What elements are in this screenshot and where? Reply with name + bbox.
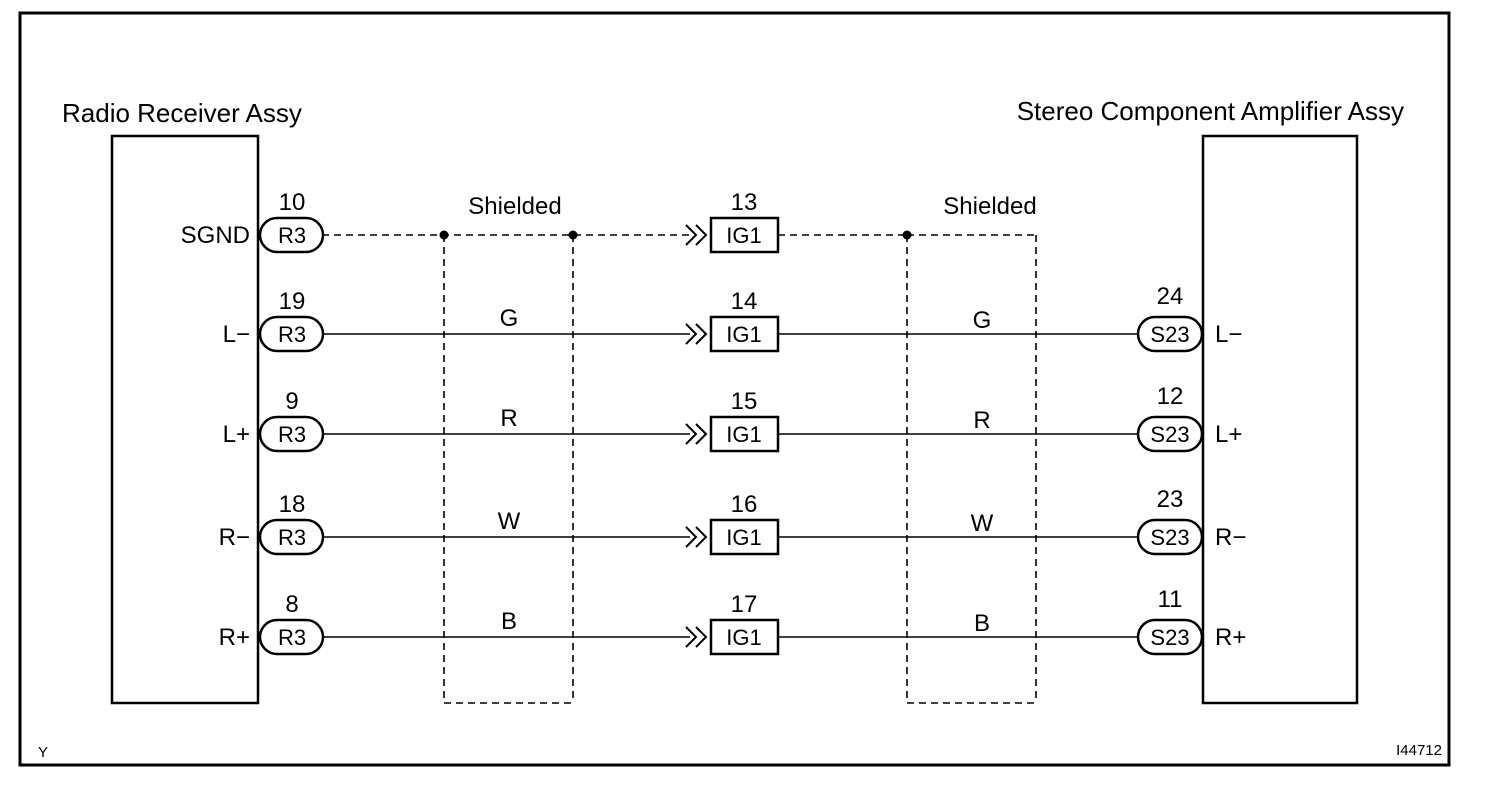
- wire-color-left: R: [500, 405, 517, 432]
- connector-arrow-icon: [685, 224, 708, 246]
- left-connector-pin: [258, 518, 325, 556]
- left-component-title: Radio Receiver Assy: [62, 98, 302, 128]
- signal-label-right: L−: [1215, 321, 1242, 348]
- right-pin-number: 12: [1157, 383, 1184, 410]
- connector-arrow-icon: [685, 526, 708, 548]
- connector-arrow-icon: [685, 626, 708, 648]
- junction-connector-code: IG1: [726, 525, 761, 550]
- junction-connector-pin: [709, 518, 780, 556]
- wire-color-right: R: [973, 407, 990, 434]
- right-pin-number: 24: [1157, 283, 1184, 310]
- signal-label-right: L+: [1215, 421, 1242, 448]
- right-connector-code: S23: [1150, 525, 1189, 550]
- shield-right: [902, 230, 1037, 704]
- junction-pin-number: 15: [731, 388, 758, 415]
- left-pin-number: 19: [279, 288, 306, 315]
- diagram-frame: [18, 11, 1451, 767]
- junction-connector-pin: [709, 618, 780, 656]
- corner-label-left: Y: [38, 744, 48, 761]
- junction-connector-code: IG1: [726, 625, 761, 650]
- junction-connector-code: IG1: [726, 223, 761, 248]
- junction-connector-code: IG1: [726, 422, 761, 447]
- connector-arrow-icon: [685, 323, 708, 345]
- right-component-title: Stereo Component Amplifier Assy: [1017, 96, 1404, 126]
- signal-label-left: L−: [223, 321, 250, 348]
- wire-color-right: B: [974, 610, 990, 637]
- right-pin-number: 11: [1158, 586, 1183, 613]
- left-connector-code: R3: [278, 322, 306, 347]
- wire-color-right: W: [971, 510, 994, 537]
- signal-label-left: SGND: [181, 222, 250, 249]
- right-pin-number: 23: [1157, 486, 1184, 513]
- junction-connector-code: IG1: [726, 322, 761, 347]
- right-connector-code: S23: [1150, 422, 1189, 447]
- corner-label-right: I44712: [1396, 742, 1442, 759]
- left-pin-number: 18: [279, 491, 306, 518]
- right-connector-pin: [1136, 315, 1204, 353]
- wire-color-left: G: [500, 305, 519, 332]
- junction-pin-number: 13: [731, 189, 758, 216]
- left-connector-pin: [258, 216, 325, 254]
- left-connector-pin: [258, 315, 325, 353]
- left-pin-number: 8: [285, 591, 298, 618]
- junction-connector-pin: [709, 315, 780, 353]
- signal-label-right: R+: [1215, 624, 1246, 651]
- radio-receiver-box: [110, 134, 260, 705]
- left-connector-pin: [258, 618, 325, 656]
- right-connector-pin: [1136, 415, 1204, 453]
- signal-label-left: R−: [219, 524, 250, 551]
- junction-pin-number: 16: [731, 491, 758, 518]
- right-connector-pin: [1136, 518, 1204, 556]
- connector-arrow-icon: [685, 423, 708, 445]
- left-connector-code: R3: [278, 223, 306, 248]
- shield-left: [439, 230, 578, 704]
- shield-label-left: Shielded: [468, 193, 561, 220]
- left-pin-number: 9: [285, 388, 298, 415]
- left-connector-code: R3: [278, 422, 306, 447]
- junction-connector-pin: [709, 415, 780, 453]
- junction-connector-pin: [709, 216, 780, 254]
- right-connector-code: S23: [1150, 322, 1189, 347]
- junction-pin-number: 17: [731, 591, 758, 618]
- wire-color-left: B: [501, 608, 517, 635]
- amplifier-box: [1201, 134, 1359, 705]
- right-connector-code: S23: [1150, 625, 1189, 650]
- shield-label-right: Shielded: [943, 193, 1036, 220]
- left-connector-code: R3: [278, 525, 306, 550]
- signal-label-right: R−: [1215, 524, 1246, 551]
- left-pin-number: 10: [279, 189, 306, 216]
- left-connector-pin: [258, 415, 325, 453]
- right-connector-pin: [1136, 618, 1204, 656]
- wire-color-right: G: [973, 307, 992, 334]
- signal-label-left: R+: [219, 624, 250, 651]
- left-connector-code: R3: [278, 625, 306, 650]
- signal-label-left: L+: [223, 421, 250, 448]
- wire-color-left: W: [498, 508, 521, 535]
- junction-pin-number: 14: [731, 288, 758, 315]
